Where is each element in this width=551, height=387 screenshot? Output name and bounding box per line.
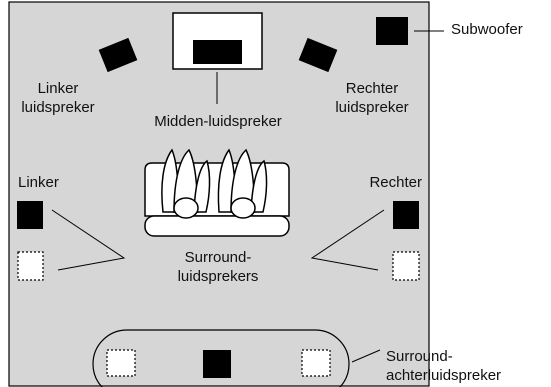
front-left-label: Linker luidspreker [8,79,108,117]
surround-right-optional-speaker-icon [392,251,420,281]
front-left-speaker-icon [98,37,138,73]
surround-back-group-outline [92,329,350,387]
surround-left-optional-speaker-icon [17,251,44,281]
surround-back-label-line2: achterluidspreker [386,367,502,384]
surround-back-speaker-icon [203,350,231,378]
surround-right-label: Rechter [369,174,422,191]
surround-label-line1: Surround- [184,249,252,266]
front-right-speaker-icon [298,37,338,73]
surround-right-speaker-icon [393,201,419,229]
surround-label: Surround- luidsprekers [138,248,298,286]
front-right-label-line1: Rechter [345,80,399,97]
front-left-label-line1: Linker [37,80,79,97]
surround-left-label: Linker [18,174,59,191]
front-right-label-line2: luidspreker [335,99,409,116]
surround-left-leader-lines [51,209,126,271]
surround-back-right-optional-speaker-icon [301,349,331,377]
surround-back-left-optional-speaker-icon [106,349,136,377]
center-label: Midden-luidspreker [154,113,282,130]
surround-back-label: Surround- achterluidspreker [386,347,501,385]
front-right-label: Rechter luidspreker [322,79,422,117]
surround-right-leader-lines [310,209,385,271]
surround-label-line2: luidsprekers [177,268,259,285]
sofa-with-two-listeners-icon [144,148,290,237]
surround-back-leader-line [351,349,381,363]
center-speaker-icon [193,40,242,64]
subwoofer-label: Subwoofer [451,21,523,38]
surround-back-label-line1: Surround- [386,348,453,365]
subwoofer-icon [376,17,408,45]
surround-left-speaker-icon [17,201,43,229]
front-left-label-line2: luidspreker [21,99,95,116]
